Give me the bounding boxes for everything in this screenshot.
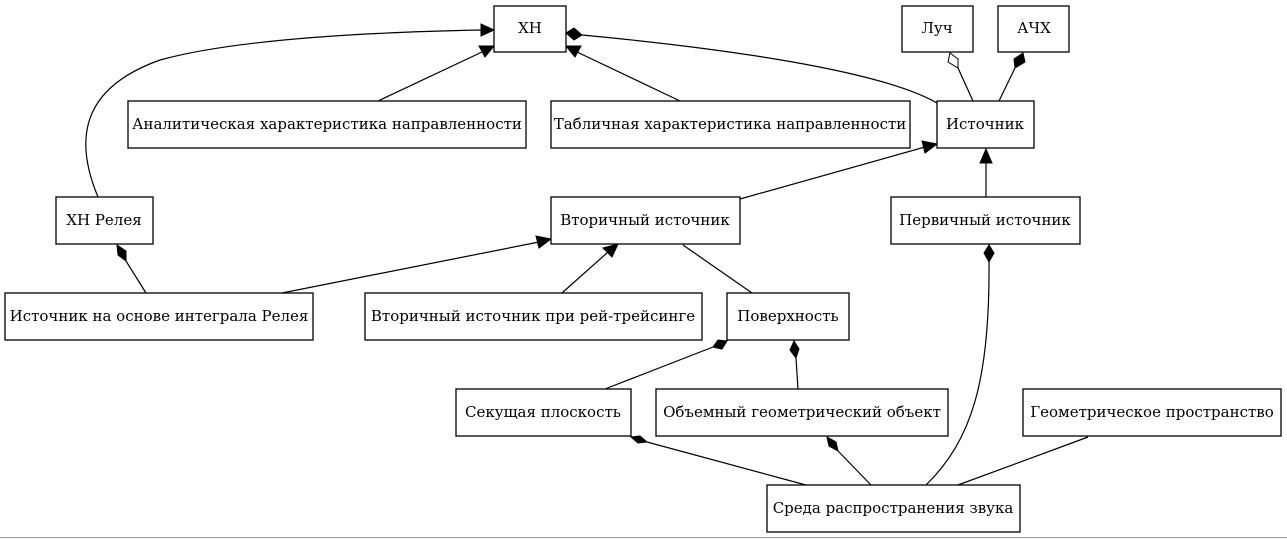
edge-raytracing-to-secondary bbox=[561, 243, 619, 294]
node-label: АЧХ bbox=[1017, 19, 1051, 37]
edge-cutting-plane-to-surface bbox=[604, 339, 728, 390]
node-geometric-space[interactable]: Геометрическое пространство bbox=[1022, 388, 1282, 437]
node-label: Аналитическая характеристика направленно… bbox=[132, 115, 522, 133]
node-label: Первичный источник bbox=[899, 211, 1071, 229]
composition-diamond bbox=[983, 244, 995, 264]
aggregation-diamond bbox=[947, 52, 959, 69]
node-primary-source[interactable]: Первичный источник bbox=[890, 196, 1081, 245]
inheritance-arrowhead bbox=[535, 235, 553, 249]
edge-medium-to-primary bbox=[925, 244, 995, 486]
edge-source-to-luch bbox=[947, 52, 974, 102]
node-xn-rayleigh[interactable]: ХН Релея bbox=[55, 196, 154, 245]
node-xn[interactable]: ХН bbox=[493, 5, 567, 53]
node-label: ХН Релея bbox=[66, 211, 141, 229]
node-analytic-directivity[interactable]: Аналитическая характеристика направленно… bbox=[127, 100, 527, 149]
node-label: Табличная характеристика направленности bbox=[554, 115, 907, 133]
edge-volume-to-surface bbox=[789, 339, 800, 390]
node-source[interactable]: Источник bbox=[936, 100, 1035, 149]
edge-secondary-to-source bbox=[739, 140, 939, 200]
edge-medium-to-volume bbox=[826, 436, 872, 486]
node-label: ХН bbox=[518, 19, 542, 37]
node-label: Вторичный источник bbox=[560, 211, 730, 229]
nodes: ХН Луч АЧХ Аналитическая характеристика … bbox=[4, 5, 1282, 533]
node-label: Среда распространения звука bbox=[773, 499, 1014, 517]
node-label: Источник bbox=[946, 115, 1025, 133]
node-label: Объемный геометрический объект bbox=[663, 403, 941, 421]
edge-source-to-achx bbox=[998, 52, 1026, 102]
inheritance-arrowhead bbox=[921, 140, 939, 154]
node-cutting-plane[interactable]: Секущая плоскость bbox=[455, 388, 632, 437]
edge-rayleigh-source-to-secondary bbox=[281, 235, 553, 294]
edge-xn-rayleigh-to-xn bbox=[85, 23, 496, 198]
composition-diamond bbox=[629, 435, 649, 444]
node-label: Источник на основе интеграла Релея bbox=[10, 307, 309, 325]
composition-diamond bbox=[789, 339, 800, 360]
inheritance-arrowhead bbox=[478, 45, 496, 58]
edge-medium-to-geometric-space bbox=[957, 436, 1089, 486]
composition-diamond bbox=[565, 27, 583, 41]
edge-secondary-to-surface bbox=[682, 244, 753, 294]
inheritance-arrowhead bbox=[602, 243, 619, 258]
composition-diamond bbox=[826, 436, 839, 452]
node-rayleigh-integral-source[interactable]: Источник на основе интеграла Релея bbox=[4, 292, 314, 341]
edge-tabular-to-xn bbox=[564, 45, 681, 102]
node-raytracing-secondary-source[interactable]: Вторичный источник при рей-трейсинге bbox=[364, 292, 703, 341]
edge-medium-to-cutting-plane bbox=[629, 435, 807, 486]
edge-analytic-to-xn bbox=[377, 45, 496, 102]
node-label: Геометрическое пространство bbox=[1030, 403, 1274, 421]
edges bbox=[85, 23, 1089, 486]
node-label: Вторичный источник при рей-трейсинге bbox=[371, 307, 695, 325]
node-label: Секущая плоскость bbox=[465, 403, 621, 421]
node-label: Поверхность bbox=[737, 307, 838, 325]
node-secondary-source[interactable]: Вторичный источник bbox=[550, 196, 741, 245]
node-volume-geometric-object[interactable]: Объемный геометрический объект bbox=[655, 388, 949, 437]
edge-primary-to-source bbox=[979, 147, 993, 197]
composition-diamond bbox=[712, 339, 728, 350]
composition-diamond bbox=[116, 243, 127, 262]
inheritance-arrowhead bbox=[480, 23, 496, 37]
edge-source-to-xn bbox=[565, 27, 938, 104]
inheritance-arrowhead bbox=[979, 147, 993, 164]
node-achx[interactable]: АЧХ bbox=[997, 5, 1070, 53]
inheritance-arrowhead bbox=[564, 45, 582, 58]
node-tabular-directivity[interactable]: Табличная характеристика направленности bbox=[550, 100, 911, 149]
edge-rayleigh-source-to-xn-rayleigh bbox=[116, 243, 147, 294]
node-surface[interactable]: Поверхность bbox=[726, 292, 850, 341]
node-luch[interactable]: Луч bbox=[901, 5, 974, 53]
node-sound-medium[interactable]: Среда распространения звука bbox=[766, 484, 1021, 533]
node-label: Луч bbox=[921, 19, 952, 37]
composition-diamond bbox=[1013, 52, 1026, 69]
